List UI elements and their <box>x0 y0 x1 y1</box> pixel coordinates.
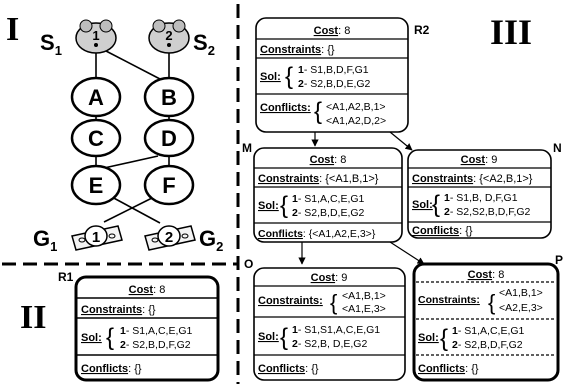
ct-node-o-constraint-2: <A1,E,3> <box>342 303 386 315</box>
ct-node-p-sol-1: 1- S1,A,C,E,G1 <box>452 325 525 337</box>
ct-node-o-constraint-1: <A1,B,1> <box>342 290 386 302</box>
start-label-s2: S2 <box>193 30 215 58</box>
ct-node-m-id: M <box>242 141 252 155</box>
ct-node-r2-sol-label: Sol: <box>260 71 281 83</box>
ct-node-m-conflicts: Conflicts: {<A1,A2,E,3>} <box>258 228 376 240</box>
ct-node-r2: R2 Cost: 8 Constraints: {} Sol: { 1- S1,… <box>255 17 430 133</box>
graph-node-a: A <box>70 76 122 118</box>
ct-node-n-sol-2: 2- S2,S2,B,D,F,G2 <box>444 206 531 218</box>
goal-label-g2: G2 <box>199 226 223 254</box>
mouse-1-number: 1 <box>92 28 99 43</box>
goal-label-g1: G1 <box>33 226 57 254</box>
ct-node-r1-cost: Cost: 8 <box>129 284 166 296</box>
ct-node-r1-constraints: Constraints: {} <box>81 304 156 316</box>
mouse-2-number: 2 <box>165 28 172 43</box>
cheese-1-number: 1 <box>92 229 100 246</box>
ct-node-o-sol-1: 1- S1,S1,A,C,E,G1 <box>292 324 380 336</box>
ct-node-r2-brace: { <box>285 63 293 90</box>
ct-node-m-sol-2: 2- S2,B,D,E,G2 <box>292 207 365 219</box>
ct-node-o-constraints-brace: { <box>330 290 337 315</box>
ct-node-o-sol-label: Sol: <box>258 331 279 343</box>
ct-node-r1-sol-2: 2- S2,B,D,F,G2 <box>120 339 191 351</box>
ct-node-n-conflicts: Conflicts: {} <box>412 225 473 237</box>
ct-node-o-sol-2: 2- S2,B, D,E,G2 <box>292 338 367 350</box>
ct-node-r1: R1 Cost: 8 Constraints: {} Sol: { 1- S1,… <box>58 270 220 382</box>
ct-node-r2-conflicts-brace: { <box>314 98 322 125</box>
ct-node-o-cost: Cost: 9 <box>311 272 348 284</box>
ct-node-o-conflicts: Conflicts: {} <box>258 363 319 375</box>
graph-node-a-label: A <box>88 85 104 110</box>
ct-node-p-sol-2: 2- S2,B,D,F,G2 <box>452 339 523 351</box>
graph-node-f: F <box>143 164 195 206</box>
ct-node-r1-sol-1: 1- S1,A,C,E,G1 <box>120 325 193 337</box>
ct-node-p-constraints-brace: { <box>488 290 495 315</box>
ct-node-r2-sol-2: 2- S2,B,D,E,G2 <box>298 78 371 90</box>
graph-node-e-label: E <box>89 173 104 198</box>
ct-node-m-constraints: Constraints: {<A1,B,1>} <box>258 173 379 185</box>
graph-node-c-label: C <box>88 126 104 151</box>
ct-node-n: N Cost: 9 Constraints: {<A2,B,1>} Sol: {… <box>407 141 562 239</box>
start-label-s1: S1 <box>40 30 62 58</box>
ct-node-m-sol-label: Sol: <box>258 200 279 212</box>
graph-node-e: E <box>70 164 122 206</box>
section-label-I: I <box>6 11 19 48</box>
ct-node-m: M Cost: 8 Constraints: {<A1,B,1>} Sol: {… <box>242 141 403 243</box>
ct-node-o: O Cost: 9 Constraints: { <A1,B,1> <A1,E,… <box>244 257 406 381</box>
ct-node-n-constraints: Constraints: {<A2,B,1>} <box>412 173 533 185</box>
ct-node-o-id: O <box>244 257 253 271</box>
ct-node-r2-sol-1: 1- S1,B,D,F,G1 <box>298 64 369 76</box>
ct-node-m-sol-1: 1- S1,A,C,E,G1 <box>292 193 365 205</box>
ct-node-p: P Cost: 8 Constraints: { <A1,B,1> <A2,E,… <box>412 253 563 382</box>
ct-node-p-conflicts: Conflicts: {} <box>418 363 479 375</box>
ct-node-n-brace: { <box>432 191 440 218</box>
ct-node-r1-brace: { <box>106 324 114 351</box>
mouse-2-icon: 2 <box>148 19 190 54</box>
section-label-II: II <box>20 299 46 336</box>
graph-node-f-label: F <box>162 173 175 198</box>
cheese-2-icon: 2 <box>144 225 196 251</box>
ct-node-r1-sol-label: Sol: <box>81 332 102 344</box>
graph-node-b: B <box>143 76 195 118</box>
ct-node-p-id: P <box>555 253 563 267</box>
ct-node-p-constraints-label: Constraints: <box>418 294 480 306</box>
ct-node-r2-conflict-2: <A1,A2,D,2> <box>326 115 386 127</box>
mouse-1-icon: 1 <box>75 19 117 54</box>
ct-node-r1-conflicts: Conflicts: {} <box>81 363 142 375</box>
ct-node-o-constraints-label: Constraints: <box>258 295 323 307</box>
ct-node-p-sol-label: Sol: <box>418 332 439 344</box>
ct-node-r2-id: R2 <box>414 23 430 37</box>
ct-node-p-cost: Cost: 8 <box>468 269 505 281</box>
graph-node-b-label: B <box>161 85 177 110</box>
ct-node-p-constraint-1: <A1,B,1> <box>499 287 543 299</box>
ct-node-n-sol-1: 1- S1,B, D,F,G1 <box>444 192 518 204</box>
ct-node-r1-id: R1 <box>58 270 74 284</box>
ct-node-r2-conflicts-label: Conflicts: <box>260 102 311 114</box>
ct-node-m-cost: Cost: 8 <box>310 154 347 166</box>
graph-node-d-label: D <box>161 126 177 151</box>
ct-node-r2-constraints: Constraints: {} <box>260 44 335 56</box>
ct-node-m-brace: { <box>280 192 288 219</box>
section-label-III: III <box>490 12 532 52</box>
graph-edges <box>95 50 170 224</box>
ct-node-n-sol-label: Sol: <box>412 199 433 211</box>
graph-node-d: D <box>143 118 195 158</box>
ct-node-r2-cost: Cost: 8 <box>314 25 351 37</box>
cheese-1-icon: 1 <box>71 225 123 251</box>
graph-node-c: C <box>70 118 122 158</box>
cheese-2-number: 2 <box>165 229 173 246</box>
ct-node-p-brace: { <box>440 325 448 352</box>
ct-node-p-constraint-2: <A2,E,3> <box>499 302 543 314</box>
ct-node-o-brace: { <box>280 324 288 351</box>
tree-arrows <box>298 131 425 265</box>
ct-node-n-id: N <box>553 141 562 155</box>
ct-node-n-cost: Cost: 9 <box>461 154 498 166</box>
ct-node-r2-conflict-1: <A1,A2,B,1> <box>326 101 386 113</box>
